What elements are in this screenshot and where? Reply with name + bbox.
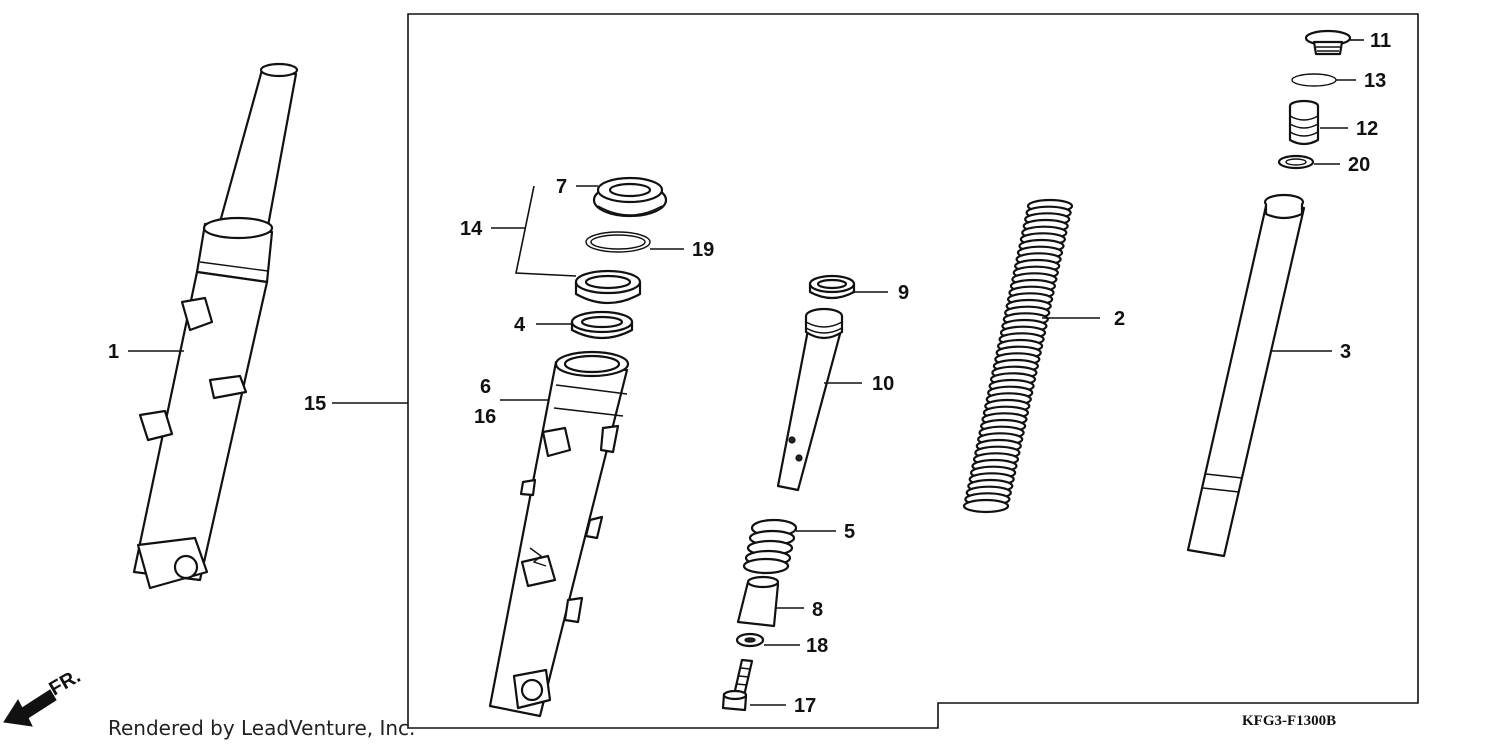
callout-6: 6 bbox=[480, 376, 491, 398]
callout-8: 8 bbox=[812, 599, 823, 621]
callout-17: 17 bbox=[794, 695, 816, 717]
callout-16: 16 bbox=[474, 406, 496, 428]
callout-20: 20 bbox=[1348, 154, 1370, 176]
callout-10: 10 bbox=[872, 373, 894, 395]
part-5-spring[interactable] bbox=[742, 518, 798, 575]
callout-13: 13 bbox=[1364, 70, 1386, 92]
front-direction-arrow-icon: FR. bbox=[3, 665, 84, 727]
part-20-o-ring[interactable] bbox=[1277, 154, 1315, 170]
callout-15: 15 bbox=[304, 393, 326, 415]
part-6-fork-slider[interactable] bbox=[488, 350, 630, 718]
part-4-guide-bushing[interactable] bbox=[570, 310, 634, 340]
callout-5: 5 bbox=[844, 521, 855, 543]
subassembly-frame bbox=[407, 13, 1419, 729]
callout-2: 2 bbox=[1114, 308, 1125, 330]
callout-12: 12 bbox=[1356, 118, 1378, 140]
part-19-clip[interactable] bbox=[585, 231, 651, 253]
part-7-oil-seal[interactable] bbox=[592, 176, 668, 218]
callout-9: 9 bbox=[898, 282, 909, 304]
part-3-fork-tube[interactable] bbox=[1186, 193, 1306, 558]
part-13-circlip[interactable] bbox=[1291, 73, 1337, 87]
part-12-spring-collar[interactable] bbox=[1288, 99, 1320, 146]
render-credit: Rendered by LeadVenture, Inc. bbox=[108, 716, 416, 740]
part-9-ring[interactable] bbox=[808, 274, 856, 300]
callout-7: 7 bbox=[556, 176, 567, 198]
diagram-code: KFG3-F1300B bbox=[1242, 713, 1336, 729]
part-10-damper-rod[interactable] bbox=[776, 307, 844, 492]
part-14-bushing[interactable] bbox=[574, 269, 642, 304]
callout-1: 1 bbox=[108, 341, 119, 363]
callout-4: 4 bbox=[514, 314, 526, 336]
callout-11: 11 bbox=[1370, 30, 1391, 52]
part-2-fork-spring[interactable] bbox=[962, 198, 1074, 514]
part-8-oil-lock-piece[interactable] bbox=[736, 575, 780, 628]
callout-14: 14 bbox=[460, 218, 483, 240]
callout-19: 19 bbox=[692, 239, 714, 261]
part-11-fork-cap[interactable] bbox=[1304, 29, 1352, 56]
part-17-bolt[interactable] bbox=[721, 658, 754, 712]
callout-labels: 1 2 3 4 5 6 16 7 8 9 10 11 12 13 14 15 1… bbox=[108, 30, 1391, 717]
callout-3: 3 bbox=[1340, 341, 1351, 363]
spring-coil bbox=[962, 498, 1010, 514]
part-1-fork-assembly[interactable] bbox=[132, 62, 299, 590]
leader-lines bbox=[128, 39, 1364, 706]
part-18-washer[interactable] bbox=[735, 632, 765, 648]
callout-18: 18 bbox=[806, 635, 828, 657]
